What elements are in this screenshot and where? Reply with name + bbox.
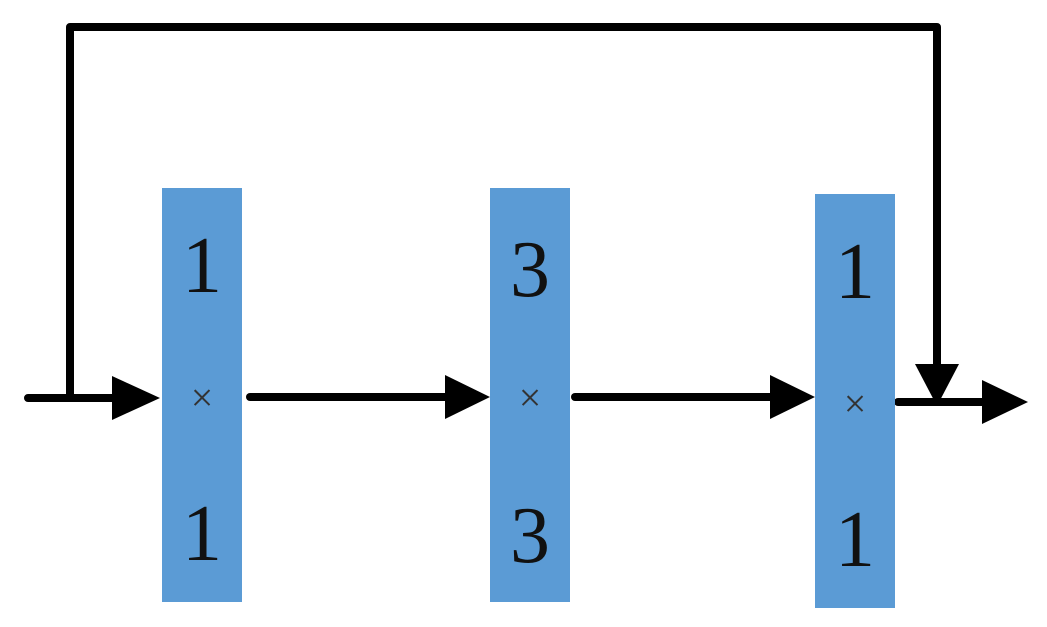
arrow-2-to-3-head bbox=[770, 375, 815, 419]
skip-connection-line bbox=[66, 23, 941, 402]
output-arrowhead bbox=[982, 380, 1028, 424]
times-symbol: × bbox=[190, 375, 214, 420]
kernel-size-top: 1 bbox=[835, 228, 875, 316]
conv-block-3x3: 3 × 3 bbox=[490, 188, 570, 602]
kernel-size-top: 1 bbox=[182, 222, 222, 310]
conv-block-1x1-last: 1 × 1 bbox=[815, 194, 895, 608]
kernel-size-top: 3 bbox=[510, 226, 550, 314]
kernel-size-bottom: 3 bbox=[510, 492, 550, 580]
kernel-size-bottom: 1 bbox=[182, 490, 222, 578]
skip-connection-arrowhead bbox=[915, 364, 959, 406]
arrow-1-to-2-head bbox=[445, 375, 490, 419]
times-symbol: × bbox=[518, 375, 542, 420]
conv-block-1x1-first: 1 × 1 bbox=[162, 188, 242, 602]
times-symbol: × bbox=[843, 381, 867, 426]
input-arrowhead bbox=[112, 376, 160, 420]
kernel-size-bottom: 1 bbox=[835, 496, 875, 584]
